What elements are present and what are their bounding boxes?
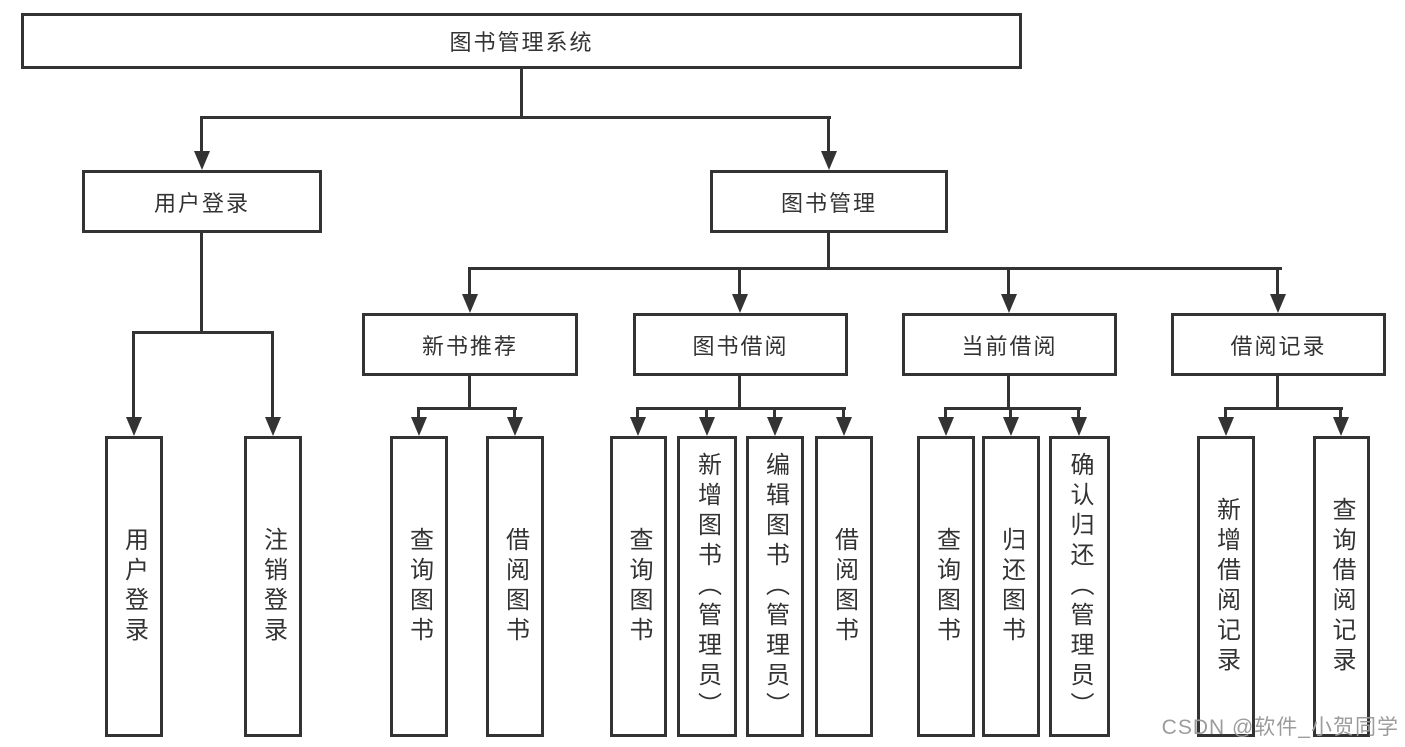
connector-current-borrowing-rail	[944, 407, 1081, 410]
connector-stem	[1077, 407, 1080, 417]
connector-stem	[1224, 407, 1227, 417]
leaf-rec-query-books-label: 查询图书	[405, 526, 433, 647]
arrowhead-icon	[411, 417, 427, 436]
leaf-bb-query-books: 查询图书	[610, 436, 667, 737]
leaf-rec-borrow-books-label: 借阅图书	[501, 526, 529, 647]
connector-new-book-rec-rail	[417, 407, 517, 410]
connector-root-trunk	[520, 69, 523, 117]
leaf-bb-query-books-label: 查询图书	[625, 526, 652, 647]
node-current-borrowing-label: 当前借阅	[961, 333, 1058, 359]
node-user-login: 用户登录	[82, 170, 322, 233]
arrowhead-icon	[1003, 417, 1019, 436]
leaf-rec-query-books: 查询图书	[390, 436, 448, 737]
node-new-book-rec: 新书推荐	[362, 313, 578, 376]
connector-stem-leaf-logout	[271, 331, 274, 417]
leaf-cb-confirm-return-admin-label: 确认归还（管理员）	[1066, 451, 1093, 722]
node-book-borrowing: 图书借阅	[633, 313, 848, 376]
connector-new-book-rec-trunk	[468, 376, 471, 409]
connector-stem-book-management	[827, 116, 830, 152]
connector-stem-new-book-rec	[468, 267, 471, 294]
node-user-login-label: 用户登录	[153, 190, 250, 216]
csdn-watermark: CSDN @软件_小贺同学	[1161, 716, 1399, 739]
connector-level2-rail	[200, 116, 831, 119]
connector-stem	[1009, 407, 1012, 417]
connector-current-borrowing-trunk	[1007, 376, 1010, 409]
leaf-rec-borrow-books: 借阅图书	[486, 436, 544, 737]
connector-book-borrowing-trunk	[738, 376, 741, 409]
connector-user-login-trunk	[200, 233, 203, 333]
leaf-br-add-record-label: 新增借阅记录	[1212, 496, 1240, 677]
connector-stem-borrowing-records	[1276, 267, 1279, 294]
leaf-logout: 注销登录	[244, 436, 302, 737]
connector-borrowing-records-rail	[1224, 407, 1343, 410]
connector-stem	[705, 407, 708, 417]
connector-user-login-rail	[132, 331, 274, 334]
arrowhead-icon	[1071, 417, 1087, 436]
connector-stem-leaf-login	[132, 331, 135, 417]
leaf-user-login-label: 用户登录	[120, 526, 148, 647]
arrowhead-leaf-login-icon	[126, 417, 142, 436]
leaf-cb-query-books: 查询图书	[917, 436, 975, 737]
leaf-bb-borrow-books: 借阅图书	[815, 436, 873, 737]
connector-stem-user-login	[200, 116, 203, 152]
node-root: 图书管理系统	[21, 13, 1022, 69]
leaf-bb-edit-books-admin: 编辑图书（管理员）	[746, 436, 804, 737]
leaf-bb-borrow-books-label: 借阅图书	[830, 526, 858, 647]
arrowhead-book-management-icon	[821, 151, 837, 170]
node-book-management-label: 图书管理	[780, 190, 877, 216]
connector-stem-current-borrowing	[1007, 267, 1010, 294]
leaf-logout-label: 注销登录	[259, 526, 287, 647]
connector-stem	[636, 407, 639, 417]
connector-stem-book-borrowing	[738, 267, 741, 294]
connector-stem	[944, 407, 947, 417]
arrowhead-icon	[1218, 417, 1234, 436]
arrowhead-icon	[699, 417, 715, 436]
node-book-borrowing-label: 图书借阅	[692, 333, 789, 359]
arrowhead-icon	[836, 417, 852, 436]
node-new-book-rec-label: 新书推荐	[421, 333, 518, 359]
leaf-br-query-record-label: 查询借阅记录	[1328, 496, 1355, 677]
connector-stem	[417, 407, 420, 417]
node-borrowing-records: 借阅记录	[1171, 313, 1386, 376]
leaf-cb-return-books-label: 归还图书	[997, 526, 1025, 647]
node-borrowing-records-label: 借阅记录	[1230, 333, 1327, 359]
connector-stem	[773, 407, 776, 417]
connector-stem	[842, 407, 845, 417]
connector-borrowing-records-trunk	[1276, 376, 1279, 409]
arrowhead-leaf-logout-icon	[265, 417, 281, 436]
leaf-br-query-record: 查询借阅记录	[1313, 436, 1370, 737]
arrowhead-icon	[767, 417, 783, 436]
arrowhead-new-book-rec-icon	[462, 294, 478, 313]
arrowhead-icon	[1333, 417, 1349, 436]
leaf-bb-add-books-admin: 新增图书（管理员）	[677, 436, 737, 737]
connector-level3-rail	[469, 267, 1282, 270]
connector-stem	[1339, 407, 1342, 417]
leaf-user-login: 用户登录	[105, 436, 163, 737]
connector-book-management-trunk	[827, 233, 830, 270]
leaf-bb-edit-books-admin-label: 编辑图书（管理员）	[761, 451, 789, 722]
node-book-management: 图书管理	[710, 170, 948, 233]
leaf-bb-add-books-admin-label: 新增图书（管理员）	[693, 451, 721, 722]
node-current-borrowing: 当前借阅	[902, 313, 1117, 376]
leaf-cb-query-books-label: 查询图书	[932, 526, 960, 647]
connector-book-borrowing-rail	[636, 407, 846, 410]
leaf-br-add-record: 新增借阅记录	[1197, 436, 1255, 737]
arrowhead-book-borrowing-icon	[732, 294, 748, 313]
arrowhead-icon	[507, 417, 523, 436]
arrowhead-user-login-icon	[194, 151, 210, 170]
arrowhead-icon	[938, 417, 954, 436]
connector-stem	[513, 407, 516, 417]
node-root-label: 图书管理系统	[449, 30, 594, 55]
leaf-cb-return-books: 归还图书	[982, 436, 1040, 737]
arrowhead-icon	[630, 417, 646, 436]
leaf-cb-confirm-return-admin: 确认归还（管理员）	[1049, 436, 1110, 737]
arrowhead-current-borrowing-icon	[1001, 294, 1017, 313]
arrowhead-borrowing-records-icon	[1270, 294, 1286, 313]
